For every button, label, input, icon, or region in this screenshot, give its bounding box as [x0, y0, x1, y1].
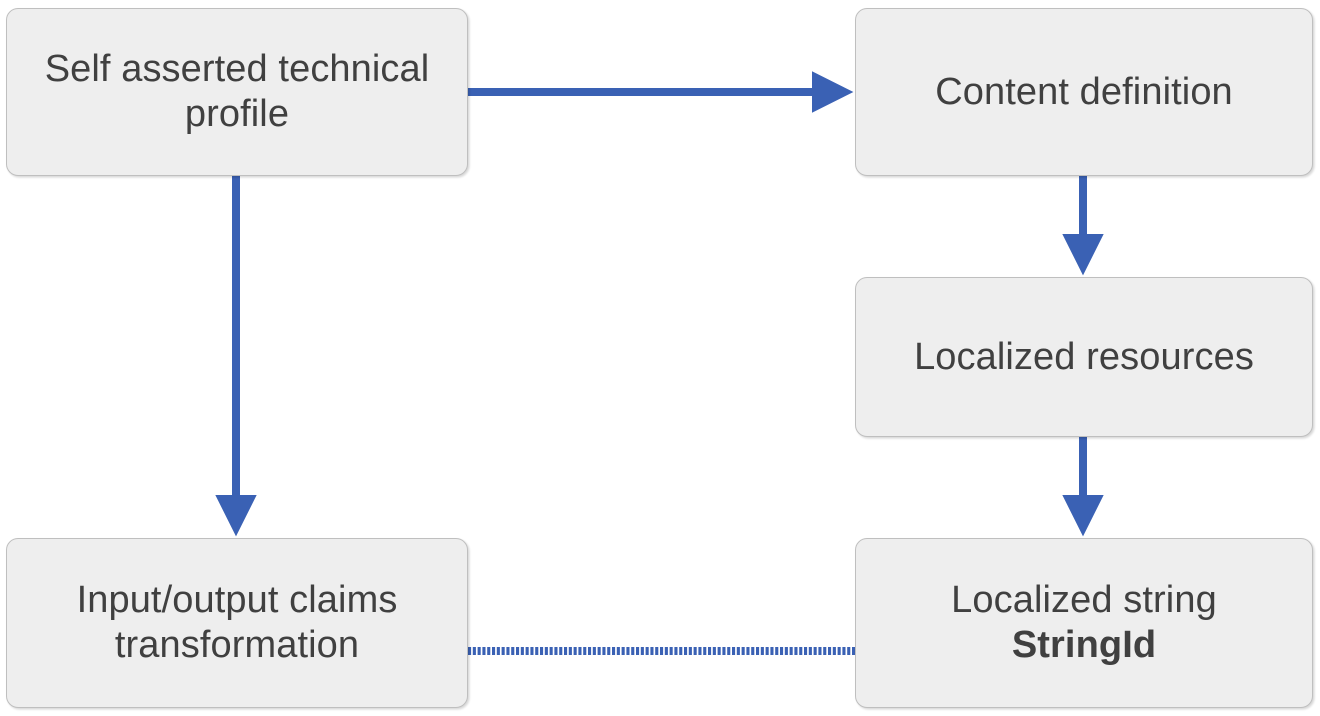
node-label: Self asserted technical profile	[21, 47, 453, 137]
node-input-output-claims-transformation[interactable]: Input/output claims transformation	[6, 538, 468, 708]
node-localized-resources[interactable]: Localized resources	[855, 277, 1313, 437]
node-label-line1: Localized string	[951, 579, 1217, 622]
node-label-line2: transformation	[114, 624, 360, 666]
node-content-definition[interactable]: Content definition	[855, 8, 1313, 176]
node-label: Input/output claims transformation	[21, 578, 453, 668]
node-label: Localized resources	[870, 335, 1298, 380]
node-label-line2: profile	[184, 93, 290, 135]
node-label: Content definition	[870, 70, 1298, 115]
node-label-line1: Self asserted technical	[44, 48, 430, 91]
node-label-line1: Content definition	[935, 70, 1233, 113]
node-label: Localized string StringId	[870, 578, 1298, 668]
node-label-line1: Localized resources	[914, 335, 1254, 378]
node-label-line1: Input/output claims	[76, 579, 398, 622]
node-self-asserted-technical-profile[interactable]: Self asserted technical profile	[6, 8, 468, 176]
node-localized-string[interactable]: Localized string StringId	[855, 538, 1313, 708]
node-label-stringid: StringId	[1011, 624, 1157, 666]
